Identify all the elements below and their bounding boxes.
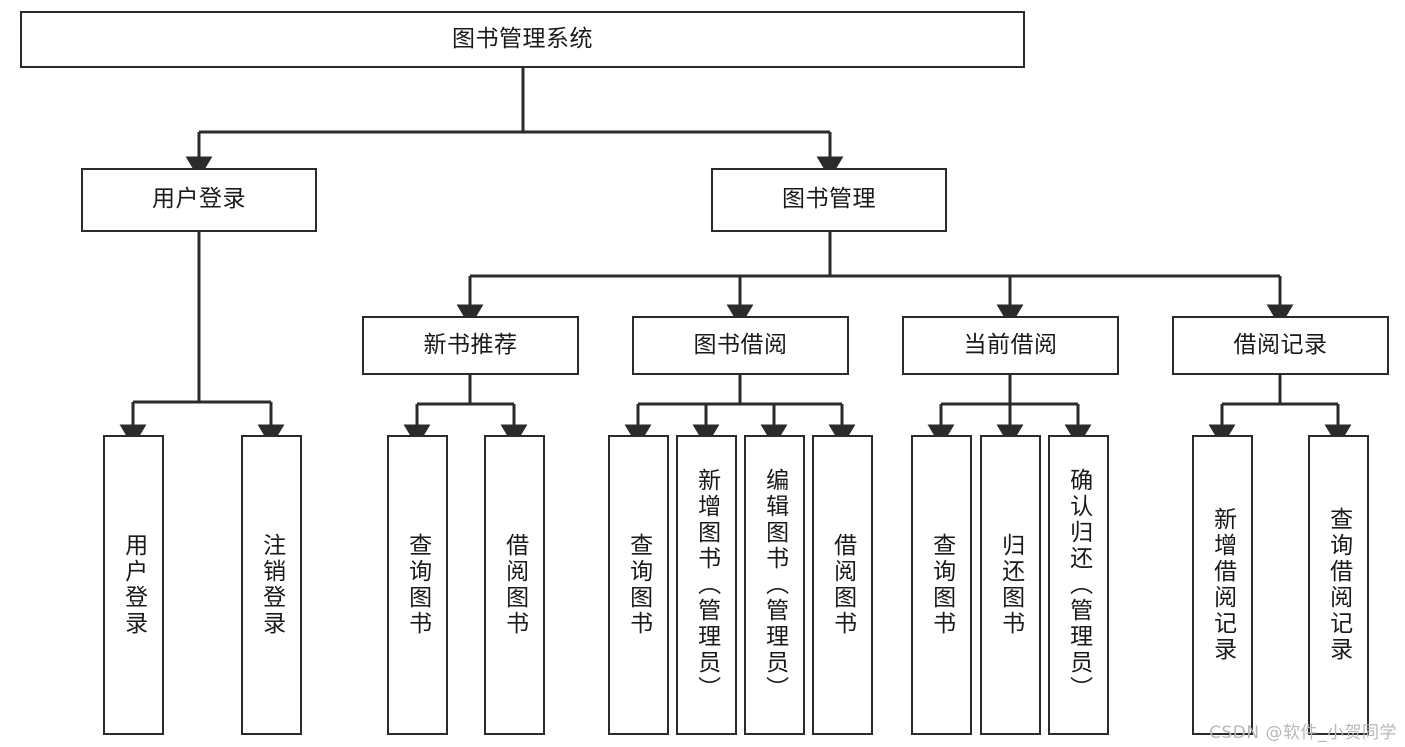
node-label: 借阅图书 [501,533,528,637]
node-label: 注销登录 [258,533,285,637]
node-label: 借阅图书 [829,533,856,637]
leaf-user-login[interactable]: 用户登录 [103,435,164,735]
leaf-add-book-admin[interactable]: 新增图书（管理员） [676,435,737,735]
node-label: 编辑图书（管理员） [761,468,788,702]
node-label: 查询借阅记录 [1325,507,1352,663]
csdn-watermark: CSDN @软件_小贺同学 [1209,723,1397,743]
node-label: 确认归还（管理员） [1065,468,1092,702]
leaf-query-book-current[interactable]: 查询图书 [911,435,972,735]
leaf-logout[interactable]: 注销登录 [241,435,302,735]
node-label: 新增借阅记录 [1209,507,1236,663]
leaf-borrow-book[interactable]: 借阅图书 [812,435,873,735]
leaf-query-borrow-record[interactable]: 查询借阅记录 [1308,435,1369,735]
node-label: 归还图书 [997,533,1024,637]
node-new-book-recommendation[interactable]: 新书推荐 [362,316,579,375]
node-book-management[interactable]: 图书管理 [711,168,947,232]
node-label: 用户登录 [120,533,147,637]
node-current-borrowing[interactable]: 当前借阅 [902,316,1119,375]
leaf-return-book[interactable]: 归还图书 [980,435,1041,735]
node-book-borrowing[interactable]: 图书借阅 [632,316,849,375]
node-root-book-management-system[interactable]: 图书管理系统 [20,11,1025,68]
leaf-edit-book-admin[interactable]: 编辑图书（管理员） [744,435,805,735]
node-label: 新增图书（管理员） [693,468,720,702]
node-label: 新书推荐 [423,331,518,358]
node-label: 查询图书 [404,533,431,637]
node-user-login[interactable]: 用户登录 [81,168,317,232]
node-label: 当前借阅 [963,331,1058,358]
node-borrowing-record[interactable]: 借阅记录 [1172,316,1389,375]
leaf-add-borrow-record[interactable]: 新增借阅记录 [1192,435,1253,735]
node-label: 用户登录 [152,186,246,213]
node-label: 图书借阅 [693,331,788,358]
leaf-query-book-borrow[interactable]: 查询图书 [608,435,669,735]
node-label: 借阅记录 [1233,331,1328,358]
leaf-borrow-book-new[interactable]: 借阅图书 [484,435,545,735]
node-label: 查询图书 [928,533,955,637]
node-label: 图书管理系统 [452,25,593,52]
leaf-confirm-return-admin[interactable]: 确认归还（管理员） [1048,435,1109,735]
node-label: 查询图书 [625,533,652,637]
leaf-query-book-new[interactable]: 查询图书 [387,435,448,735]
node-label: 图书管理 [782,186,876,213]
